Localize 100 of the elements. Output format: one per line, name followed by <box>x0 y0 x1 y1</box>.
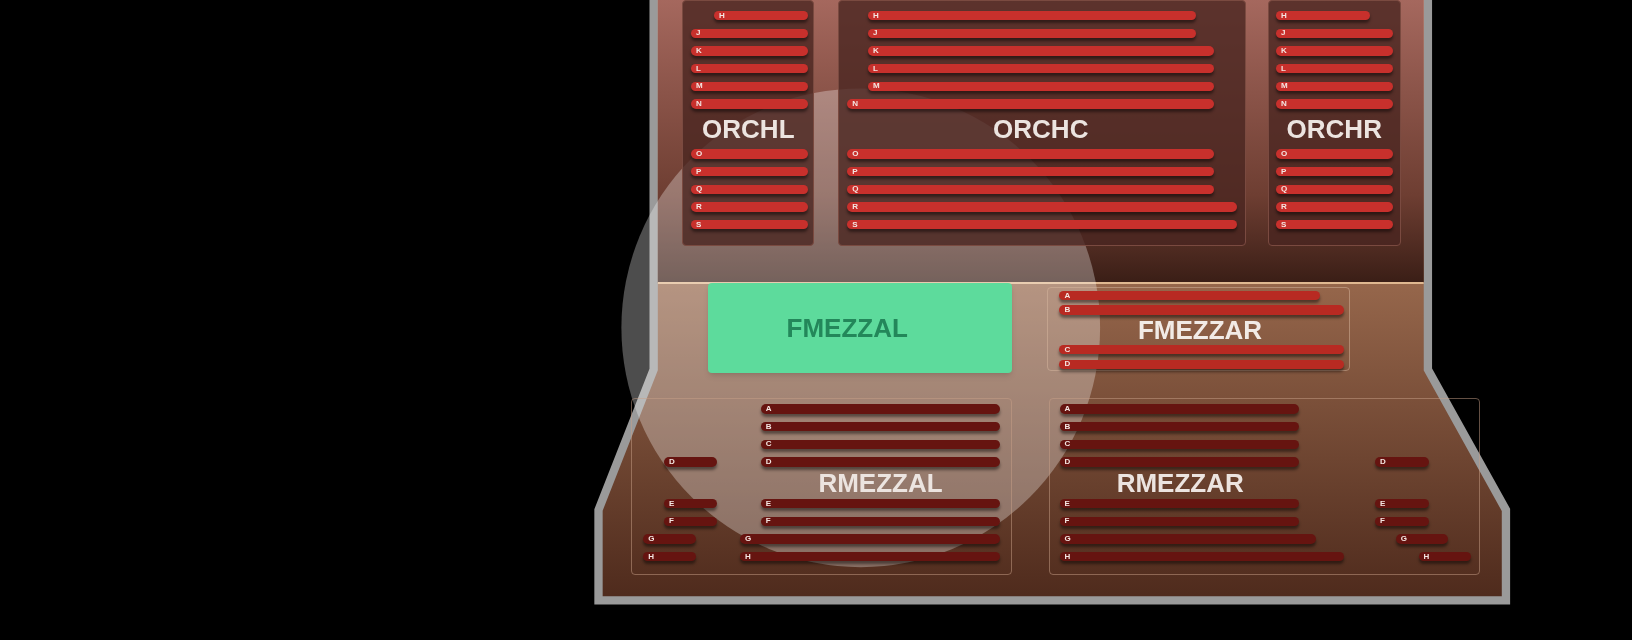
seat-row-bar <box>1276 167 1393 177</box>
row-letter: G <box>744 535 752 544</box>
row-letter: D <box>1064 360 1071 369</box>
row-letter: H <box>1064 552 1071 561</box>
seat-row-bar <box>664 457 718 467</box>
seat-row-bar <box>847 220 1238 230</box>
seating-section <box>1049 397 1481 575</box>
seat-row-bar <box>691 167 808 177</box>
row-letter: R <box>1281 203 1287 212</box>
seat-row-bar <box>847 167 1214 177</box>
seat-row-bar <box>1059 534 1316 544</box>
seating-section <box>681 0 814 246</box>
row-letter: H <box>744 552 751 561</box>
seat-row-bar <box>691 220 808 230</box>
row-letter: M <box>1281 82 1288 91</box>
seat-row-bar <box>691 202 808 212</box>
seat-row-bar <box>1276 220 1393 230</box>
seat-row-bar <box>1059 359 1344 369</box>
row-letter: J <box>696 29 701 38</box>
row-letter: E <box>1064 499 1070 508</box>
row-letter: B <box>1064 306 1071 315</box>
seat-row-bar <box>691 46 808 56</box>
row-letter: F <box>669 517 674 526</box>
seat-row-bar <box>739 534 1001 544</box>
row-letter: J <box>1281 29 1286 38</box>
row-letter: G <box>1400 535 1407 544</box>
section-label: FMEZZAL <box>786 314 908 341</box>
seating-section <box>630 397 1012 575</box>
seat-row-bar <box>1276 184 1393 195</box>
seat-row-bar <box>1374 499 1429 509</box>
row-letter: P <box>696 167 702 176</box>
row-letter: K <box>1281 46 1287 55</box>
row-letter: P <box>852 167 858 176</box>
seat-row-bar <box>1059 404 1299 414</box>
row-letter: N <box>852 100 858 108</box>
seating-section <box>1047 287 1350 371</box>
row-letter: O <box>696 150 703 158</box>
row-letter: M <box>873 82 880 91</box>
seat-row-bar <box>868 63 1214 74</box>
row-letter: F <box>765 517 771 526</box>
row-letter: F <box>1379 517 1385 526</box>
seat-row-bar <box>760 404 1001 414</box>
row-letter: G <box>648 535 655 544</box>
seat-row-bar <box>1059 516 1299 527</box>
row-letter: H <box>648 552 654 561</box>
row-letter: L <box>873 64 878 73</box>
seat-row-bar <box>739 552 1001 562</box>
seat-row-bar <box>1059 344 1344 355</box>
seat-row-bar <box>868 28 1196 38</box>
seat-row-bar <box>760 499 1001 509</box>
seat-row-bar <box>1276 202 1393 212</box>
row-letter: L <box>1281 64 1286 73</box>
seat-row-bar <box>760 439 1001 450</box>
seat-row-bar <box>1059 290 1320 301</box>
row-letter: Q <box>852 185 859 194</box>
row-letter: H <box>1423 552 1430 561</box>
row-letter: B <box>1064 422 1071 431</box>
row-letter: D <box>1379 458 1386 467</box>
seat-row-bar <box>1276 10 1370 21</box>
row-letter: S <box>1281 220 1287 229</box>
row-letter: J <box>873 29 878 38</box>
seat-row-bar <box>1059 422 1299 432</box>
seating-section <box>837 0 1246 246</box>
row-letter: A <box>1064 404 1071 413</box>
seat-row-bar <box>691 184 808 195</box>
seat-row-bar <box>1276 46 1393 56</box>
seat-row-bar <box>868 81 1214 91</box>
seat-row-bar <box>691 63 808 74</box>
seat-row-bar <box>868 10 1196 21</box>
seat-row-bar <box>664 499 718 509</box>
seat-row-bar <box>643 552 697 562</box>
row-letter: N <box>1281 100 1287 108</box>
section-label: ORCHR <box>1286 116 1382 142</box>
seat-row-bar <box>1276 99 1393 109</box>
row-letter: C <box>765 440 772 449</box>
row-letter: E <box>765 499 772 508</box>
row-letter: N <box>696 100 702 108</box>
section-label: RMEZZAL <box>818 469 943 496</box>
row-letter: M <box>696 82 703 91</box>
seat-row-bar <box>1059 457 1299 467</box>
seat-row-bar <box>691 81 808 91</box>
seat-row-bar <box>691 28 808 38</box>
seat-row-bar <box>868 46 1214 56</box>
seat-row-bar <box>1374 457 1429 467</box>
row-letter: B <box>765 422 772 431</box>
row-letter: H <box>1281 11 1287 20</box>
seat-row-bar <box>760 422 1001 432</box>
section-label: ORCHL <box>702 116 795 142</box>
row-letter: D <box>765 458 772 467</box>
seat-row-bar <box>1276 63 1393 74</box>
section-label: FMEZZAR <box>1137 316 1263 343</box>
seat-row-bar <box>643 534 697 544</box>
row-letter: R <box>852 203 858 212</box>
seat-row-bar <box>691 99 808 109</box>
row-letter: E <box>1379 499 1386 508</box>
seat-row-bar <box>1276 149 1393 159</box>
seat-row-bar <box>1059 552 1344 562</box>
seat-row-bar <box>760 516 1001 527</box>
row-letter: Q <box>696 185 703 194</box>
section-label: RMEZZAR <box>1116 469 1244 496</box>
